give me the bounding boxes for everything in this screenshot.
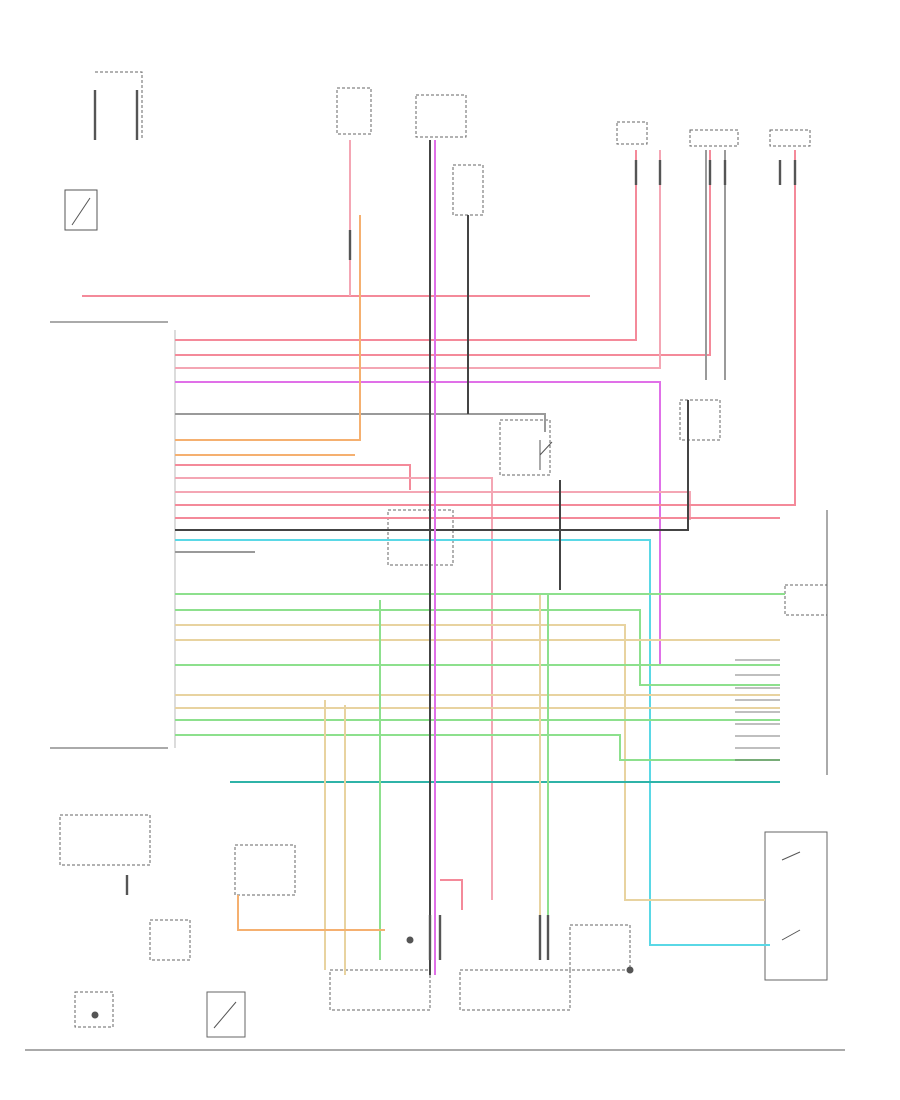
sensor-switch-bottom-outline bbox=[569, 924, 631, 971]
ignition-switch-outline bbox=[95, 71, 143, 140]
wire-pink-3 bbox=[175, 150, 661, 369]
lower-left-component-outline bbox=[234, 844, 296, 896]
wire-black-13 bbox=[175, 400, 689, 531]
door-lock-relay-outline bbox=[499, 419, 551, 476]
left-relay-outline bbox=[59, 814, 151, 866]
ground-box-outline bbox=[74, 991, 114, 1028]
wire-pink-10 bbox=[175, 491, 691, 520]
wire-orange-6 bbox=[175, 215, 361, 441]
trunk-orange-bottom bbox=[237, 895, 385, 931]
wire-trunks bbox=[237, 140, 726, 975]
multifunction-switch-outline bbox=[764, 831, 828, 981]
separator-lines bbox=[25, 321, 845, 1051]
left-small-connector-outline bbox=[149, 919, 191, 961]
sensor-module-outline bbox=[679, 399, 721, 441]
ignition-switch-box bbox=[64, 189, 98, 231]
connector-left-bottom-outline bbox=[329, 969, 431, 1011]
center-connector-outline bbox=[387, 509, 454, 566]
wire-violet-4 bbox=[175, 381, 780, 666]
right-side-module-outline bbox=[784, 584, 828, 616]
junction-box-outline bbox=[452, 164, 484, 216]
wire-runs bbox=[82, 150, 796, 946]
switch-symbols bbox=[64, 189, 801, 1029]
right-connector-pins bbox=[735, 659, 780, 761]
speaker-connector-1-outline bbox=[616, 121, 648, 145]
wire-red-8 bbox=[175, 464, 411, 490]
connector-stubs bbox=[93, 90, 797, 960]
fuse-block-right-outline bbox=[415, 94, 467, 138]
fuse-block-left-outline bbox=[336, 87, 372, 135]
wire-green-17 bbox=[175, 609, 780, 686]
wire-green-26 bbox=[290, 734, 780, 761]
wire-tan-18 bbox=[175, 624, 765, 901]
wire-pink-9 bbox=[175, 477, 493, 900]
wire-red-11 bbox=[175, 150, 796, 506]
door-switch-outline bbox=[206, 991, 246, 1038]
speaker-connector-2-outline bbox=[689, 129, 739, 147]
speaker-connector-3-outline bbox=[769, 129, 811, 147]
wire-red-1 bbox=[175, 150, 637, 341]
trunk-red-bottom bbox=[440, 879, 463, 910]
wire-gray-5 bbox=[175, 413, 546, 432]
wire-red-2 bbox=[175, 150, 711, 356]
connector-right-bottom-outline bbox=[459, 969, 571, 1011]
wire-cyan-14 bbox=[175, 539, 770, 946]
